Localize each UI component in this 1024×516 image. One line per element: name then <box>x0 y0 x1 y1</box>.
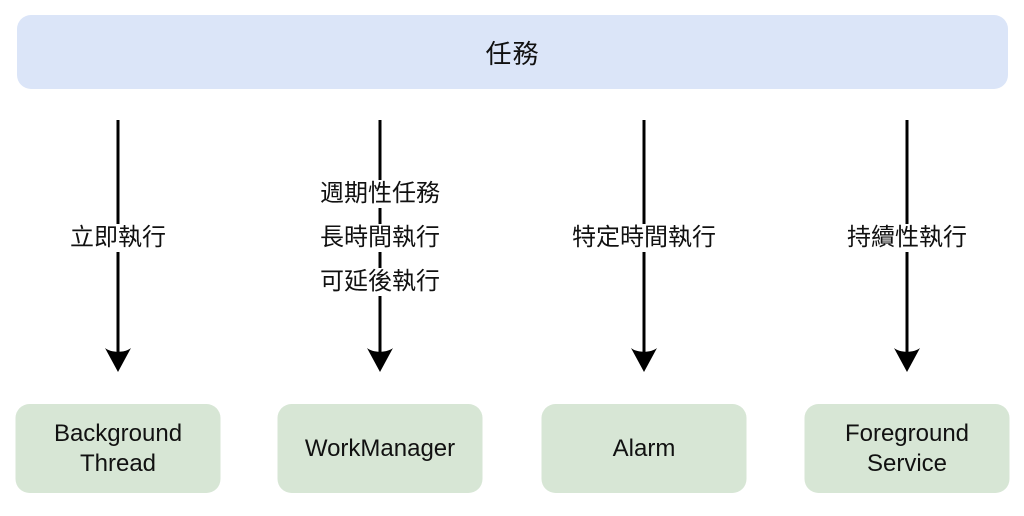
target-box-label: WorkManager <box>304 434 456 462</box>
target-box-workmanager: WorkManager <box>277 404 483 493</box>
arrow-label: 特定時間執行 <box>569 224 719 252</box>
target-box-label: Foreground Service <box>844 419 970 477</box>
arrow-label: 週期性任務 <box>317 180 443 208</box>
task-root-box: 任務 <box>17 15 1008 89</box>
column-foreground-service: 持續性執行 Foreground Service <box>787 0 1024 516</box>
column-alarm: 特定時間執行 Alarm <box>524 0 764 516</box>
task-root-label: 任務 <box>485 38 540 69</box>
arrow-label: 長時間執行 <box>317 224 443 252</box>
arrow-label: 立即執行 <box>67 224 169 252</box>
target-box-alarm: Alarm <box>541 404 747 493</box>
target-box-label: Background Thread <box>53 419 183 477</box>
target-box-foreground-service: Foreground Service <box>804 404 1010 493</box>
target-box-label: Alarm <box>612 434 676 462</box>
column-workmanager: 週期性任務 長時間執行 可延後執行 WorkManager <box>260 0 500 516</box>
target-box-background-thread: Background Thread <box>15 404 221 493</box>
arrow-label: 持續性執行 <box>844 224 970 252</box>
column-background-thread: 立即執行 Background Thread <box>0 0 238 516</box>
arrow-label: 可延後執行 <box>317 268 443 296</box>
